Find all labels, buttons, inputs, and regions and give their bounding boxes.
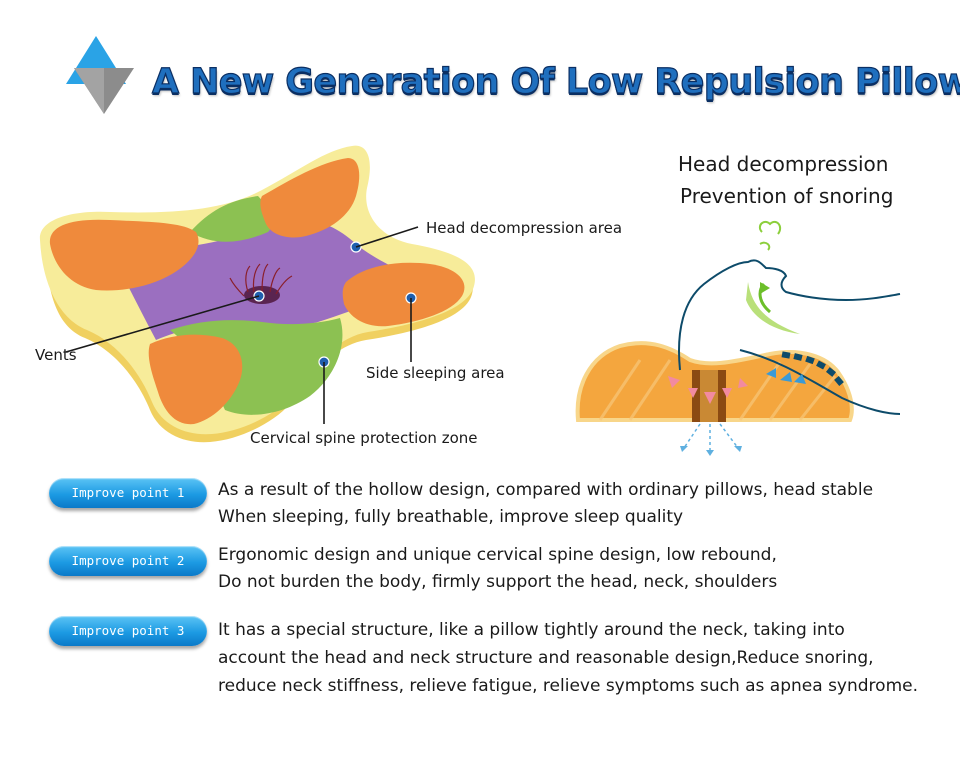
diagram-line-2: Prevention of snoring bbox=[680, 184, 893, 208]
improve-point-1-text: As a result of the hollow design, compar… bbox=[218, 477, 948, 531]
cervical-spine-zone-label: Cervical spine protection zone bbox=[250, 429, 477, 447]
improve-point-2-line-1: Ergonomic design and unique cervical spi… bbox=[218, 545, 777, 565]
improve-point-1-line-1: As a result of the hollow design, compar… bbox=[218, 480, 874, 500]
improve-point-1-badge: Improve point 1 bbox=[49, 478, 207, 508]
improve-point-2-badge: Improve point 2 bbox=[49, 546, 207, 576]
improve-point-3-badge: Improve point 3 bbox=[49, 616, 207, 646]
triangle-logo-icon bbox=[66, 36, 134, 114]
head-decompression-area-label: Head decompression area bbox=[426, 219, 622, 237]
improve-point-3-text: It has a special structure, like a pillo… bbox=[218, 616, 948, 700]
head-profile-diagram: Head decompression Prevention of snoring bbox=[575, 152, 901, 456]
page-title: A New Generation Of Low Repulsion Pillow bbox=[151, 61, 960, 102]
diagram-line-1: Head decompression bbox=[678, 152, 888, 176]
improve-point-3-line-3: reduce neck stiffness, relieve fatigue, … bbox=[218, 676, 918, 696]
improve-point-2-text: Ergonomic design and unique cervical spi… bbox=[218, 542, 948, 596]
improve-point-3-line-2: account the head and neck structure and … bbox=[218, 648, 874, 668]
side-sleeping-area-label: Side sleeping area bbox=[366, 364, 505, 382]
pillow-illustration: Head decompression area Vents Side sleep… bbox=[35, 145, 622, 447]
improve-point-2-line-2: Do not burden the body, firmly support t… bbox=[218, 572, 778, 592]
improve-point-1-line-2: When sleeping, fully breathable, improve… bbox=[218, 507, 684, 527]
improve-point-3-line-1: It has a special structure, like a pillo… bbox=[218, 620, 845, 640]
vents-label: Vents bbox=[35, 346, 77, 364]
